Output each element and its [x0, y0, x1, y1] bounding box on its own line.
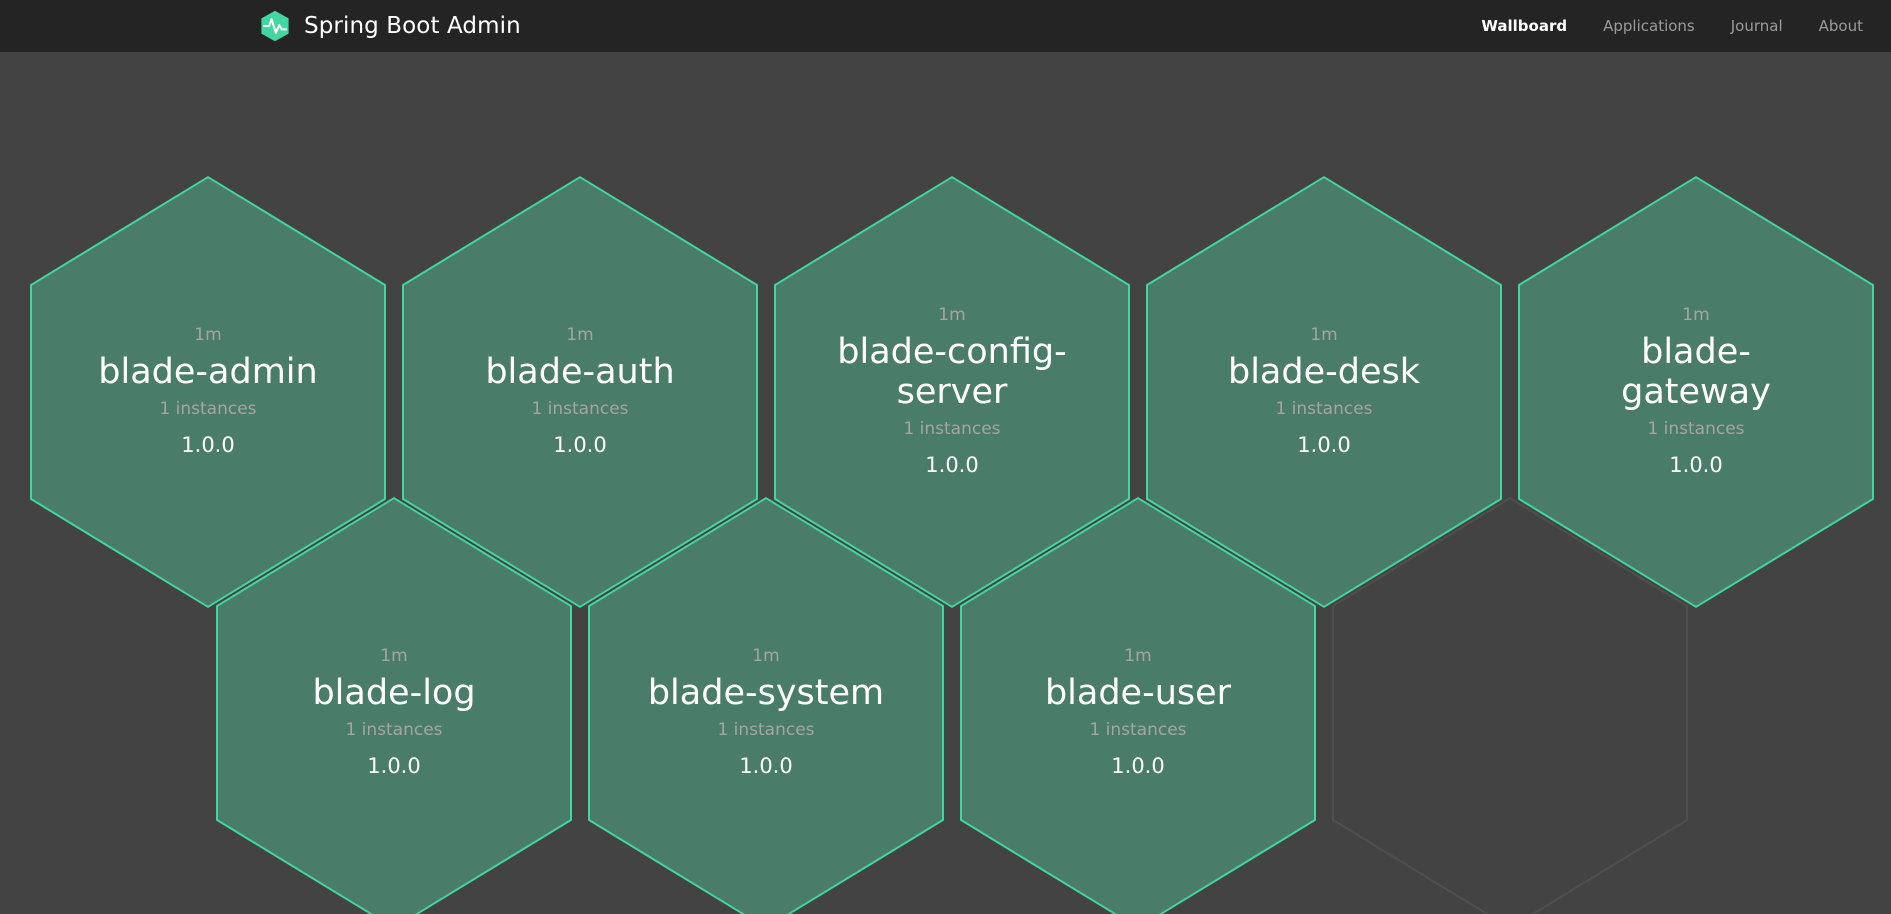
- app-instances: 1 instances: [159, 398, 257, 419]
- wallboard-grid: 1m blade-admin 1 instances 1.0.0 1m blade-aut…: [0, 52, 1891, 914]
- app-version: 1.0.0: [181, 432, 235, 457]
- nav-link-applications[interactable]: Applications: [1603, 17, 1695, 35]
- brand-title: Spring Boot Admin: [304, 13, 521, 39]
- nav-link-about[interactable]: About: [1818, 17, 1863, 35]
- app-instances: 1 instances: [1647, 418, 1745, 439]
- hexagon-content: 1m blade-gateway 1 instances 1.0.0: [1571, 305, 1820, 479]
- app-duration: 1m: [380, 645, 408, 666]
- app-name: blade-system: [647, 672, 885, 713]
- app-instances: 1 instances: [1089, 719, 1187, 740]
- hexagon-content: 1m blade-config-server 1 instances 1.0.0: [827, 305, 1076, 479]
- app-version: 1.0.0: [1669, 452, 1723, 477]
- app-instances: 1 instances: [717, 719, 815, 740]
- hexagon-content: 1m blade-user 1 instances 1.0.0: [1013, 646, 1262, 781]
- app-name: blade-config-server: [837, 332, 1067, 412]
- app-duration: 1m: [1124, 645, 1152, 666]
- app-version: 1.0.0: [1111, 753, 1165, 778]
- hexagon-content: 1m blade-system 1 instances 1.0.0: [641, 646, 890, 781]
- app-version: 1.0.0: [1297, 432, 1351, 457]
- app-version: 1.0.0: [553, 432, 607, 457]
- app-name: blade-log: [312, 672, 476, 713]
- app-name: blade-admin: [98, 351, 318, 392]
- app-name: blade-user: [1044, 672, 1232, 713]
- brand-home-link[interactable]: Spring Boot Admin: [258, 9, 521, 43]
- app-duration: 1m: [194, 324, 222, 345]
- app-duration: 1m: [1682, 304, 1710, 325]
- app-version: 1.0.0: [739, 753, 793, 778]
- app-name: blade-gateway: [1621, 332, 1771, 412]
- app-duration: 1m: [566, 324, 594, 345]
- app-duration: 1m: [1310, 324, 1338, 345]
- nav-link-journal[interactable]: Journal: [1730, 17, 1783, 35]
- hexagon-content: 1m blade-admin 1 instances 1.0.0: [83, 325, 332, 460]
- top-navbar: Spring Boot Admin Wallboard Applications…: [0, 0, 1891, 52]
- hexagon-content: 1m blade-log 1 instances 1.0.0: [269, 646, 518, 781]
- heartbeat-hexagon-logo-icon: [261, 10, 289, 42]
- app-duration: 1m: [752, 645, 780, 666]
- app-instances: 1 instances: [903, 418, 1001, 439]
- hexagon-content: 1m blade-auth 1 instances 1.0.0: [455, 325, 704, 460]
- app-instances: 1 instances: [1275, 398, 1373, 419]
- app-duration: 1m: [938, 304, 966, 325]
- nav-link-wallboard[interactable]: Wallboard: [1481, 17, 1568, 35]
- app-name: blade-auth: [485, 351, 675, 392]
- app-instances: 1 instances: [531, 398, 629, 419]
- app-instances: 1 instances: [345, 719, 443, 740]
- hexagon-content: 1m blade-desk 1 instances 1.0.0: [1199, 325, 1448, 460]
- app-name: blade-desk: [1227, 351, 1421, 392]
- app-version: 1.0.0: [367, 753, 421, 778]
- nav-links: Wallboard Applications Journal About: [1481, 17, 1863, 35]
- app-version: 1.0.0: [925, 452, 979, 477]
